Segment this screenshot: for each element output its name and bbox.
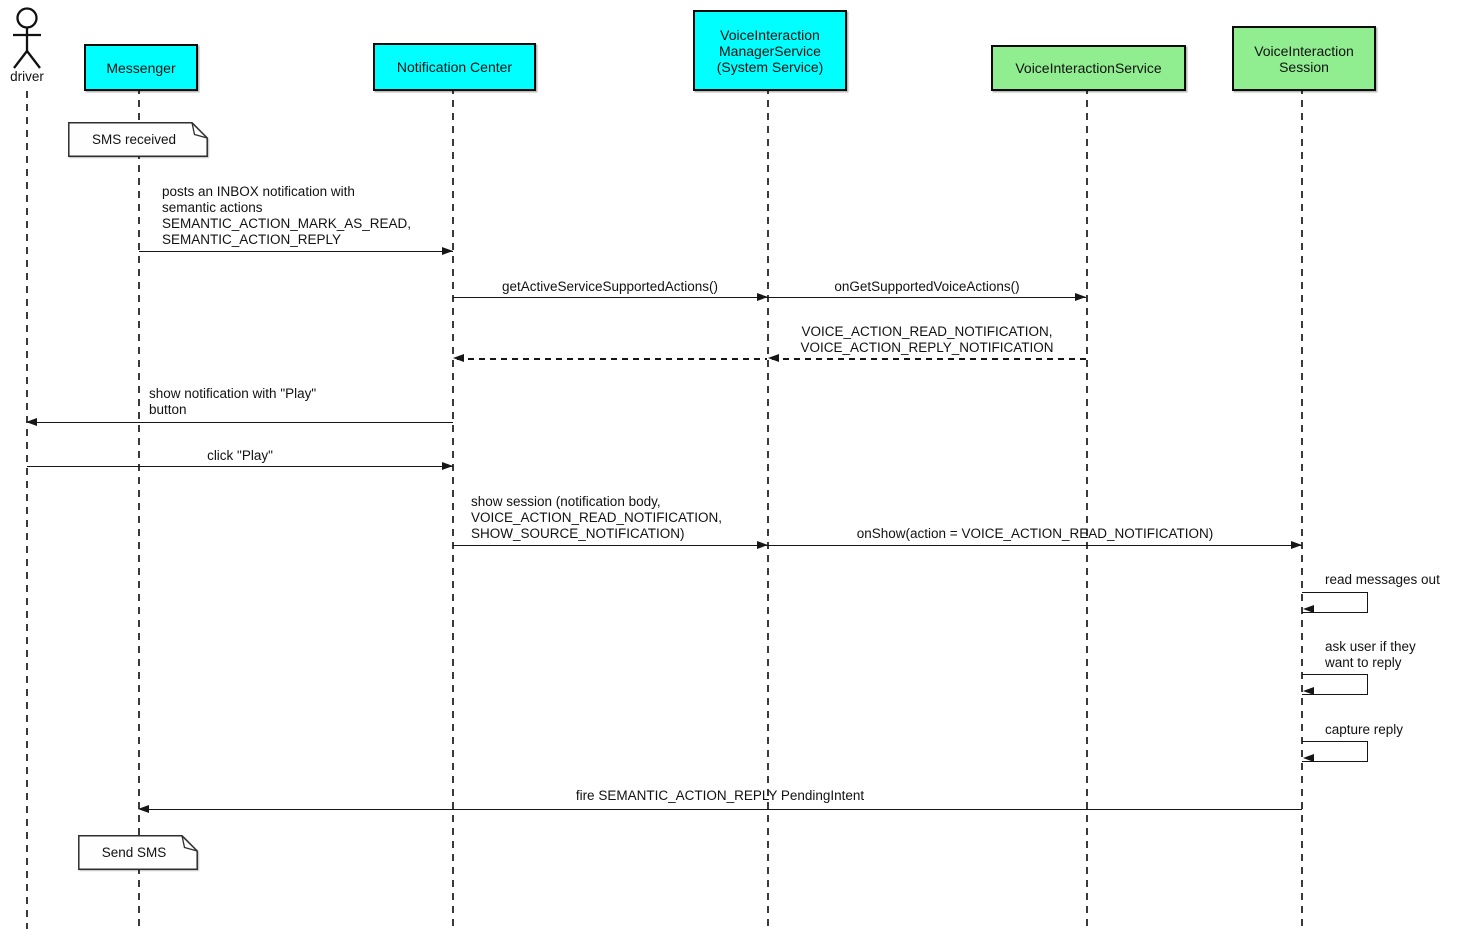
lifeline-voiceinteraction-managerservice: [767, 87, 769, 929]
message-line: [768, 545, 1302, 546]
arrowhead-left-icon: [26, 418, 37, 426]
lifeline-voiceinteractionsession: [1301, 87, 1303, 929]
note-text: SMS received: [91, 132, 177, 147]
message-label: show notification with "Play" button: [149, 386, 317, 417]
actor-stick-figure-icon: [13, 7, 41, 69]
lifeline-driver: [26, 91, 28, 929]
self-message-label: capture reply: [1325, 722, 1404, 737]
participant-voiceinteractionservice: VoiceInteractionService: [991, 45, 1186, 91]
note-sms-received: SMS received: [68, 122, 208, 157]
message-label: show session (notification body, VOICE_A…: [471, 494, 723, 541]
arrowhead-right-icon: [442, 247, 453, 255]
message-line: [139, 251, 453, 252]
message-line: [453, 545, 768, 546]
arrowhead-right-icon: [442, 462, 453, 470]
message-label: onShow(action = VOICE_ACTION_READ_NOTIFI…: [856, 526, 1214, 541]
note-shape-icon: [78, 835, 198, 870]
self-message-loop: [1302, 674, 1368, 695]
self-message-label: ask user if they want to reply: [1325, 639, 1416, 670]
participant-messenger: Messenger: [84, 44, 198, 91]
message-line-dashed: [457, 358, 767, 360]
participant-label: Messenger: [106, 59, 176, 76]
actor-label: driver: [10, 69, 44, 84]
message-line-dashed: [772, 358, 1086, 360]
message-line: [27, 466, 453, 467]
participant-label: VoiceInteractionService: [1015, 60, 1162, 76]
arrowhead-left-icon: [1303, 754, 1314, 762]
arrowhead-left-icon: [1303, 605, 1314, 613]
message-line: [453, 297, 768, 298]
message-label: onGetSupportedVoiceActions(): [834, 279, 1020, 294]
arrowhead-left-icon: [768, 354, 779, 362]
arrowhead-right-icon: [1075, 293, 1086, 301]
participant-label: VoiceInteraction ManagerService (System …: [716, 26, 824, 75]
participant-voiceinteraction-managerservice: VoiceInteraction ManagerService (System …: [693, 10, 847, 91]
self-message-label: read messages out: [1325, 572, 1440, 587]
arrowhead-right-icon: [757, 293, 768, 301]
note-send-sms: Send SMS: [78, 835, 198, 870]
participant-label: Notification Center: [396, 59, 513, 75]
participant-notification-center: Notification Center: [373, 43, 536, 91]
message-label: fire SEMANTIC_ACTION_REPLY PendingIntent: [575, 788, 865, 803]
lifeline-voiceinteractionservice: [1086, 87, 1088, 929]
arrowhead-left-icon: [1303, 687, 1314, 695]
arrowhead-left-icon: [453, 354, 464, 362]
lifeline-messenger: [138, 87, 140, 929]
self-message-loop: [1302, 592, 1368, 613]
lifeline-notification-center: [452, 87, 454, 929]
participant-voiceinteraction-session: VoiceInteraction Session: [1232, 26, 1376, 91]
message-label: getActiveServiceSupportedActions(): [501, 279, 719, 294]
message-line: [28, 422, 453, 423]
note-text: Send SMS: [101, 845, 167, 860]
participant-label: VoiceInteraction Session: [1254, 42, 1354, 75]
self-message-loop: [1302, 741, 1368, 762]
note-shape-icon: [68, 122, 208, 157]
message-label: VOICE_ACTION_READ_NOTIFICATION, VOICE_AC…: [800, 324, 1054, 355]
arrowhead-left-icon: [138, 805, 149, 813]
message-label: click "Play": [207, 448, 273, 463]
message-line: [768, 297, 1086, 298]
message-label: posts an INBOX notification with semanti…: [162, 184, 412, 247]
message-line: [140, 809, 1302, 810]
arrowhead-right-icon: [1291, 541, 1302, 549]
arrowhead-right-icon: [757, 541, 768, 549]
